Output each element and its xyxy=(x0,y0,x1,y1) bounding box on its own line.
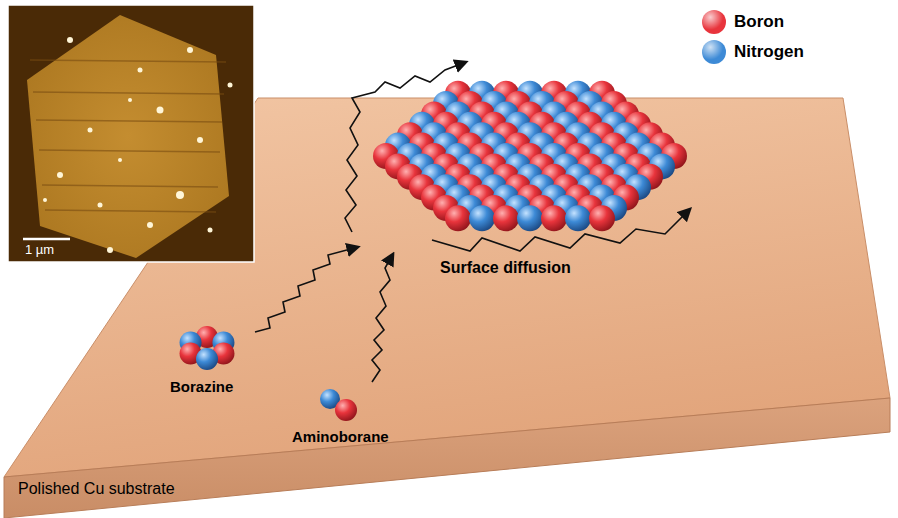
lattice-atom xyxy=(589,205,615,231)
substrate-front xyxy=(4,398,890,518)
legend-label: Boron xyxy=(734,12,784,32)
lattice-atom xyxy=(541,205,567,231)
legend-swatch xyxy=(702,40,726,64)
afm-particle xyxy=(187,47,193,53)
afm-particle xyxy=(107,247,113,253)
afm-inset xyxy=(8,5,254,262)
molecule-label: Borazine xyxy=(170,378,233,395)
lattice-atom xyxy=(517,205,543,231)
afm-particle xyxy=(208,228,213,233)
afm-particle xyxy=(128,98,132,102)
afm-particle xyxy=(147,222,153,228)
process-label: Surface diffusion xyxy=(440,259,571,277)
borazine-molecule xyxy=(180,326,235,370)
lattice-atom xyxy=(565,205,591,231)
afm-streak xyxy=(42,185,218,187)
afm-particle xyxy=(88,128,93,133)
substrate-label: Polished Cu substrate xyxy=(18,480,175,498)
afm-streak xyxy=(45,210,216,212)
lattice-atom xyxy=(469,205,495,231)
afm-streak xyxy=(30,60,226,62)
afm-particle xyxy=(176,191,184,199)
lattice-atom xyxy=(445,205,471,231)
scale-label: 1 µm xyxy=(25,243,54,258)
afm-particle xyxy=(67,37,73,43)
diffusion-arrow xyxy=(255,247,358,332)
afm-texture xyxy=(30,37,233,253)
afm-particle xyxy=(228,83,233,88)
afm-particle xyxy=(138,68,143,73)
afm-particle xyxy=(57,172,63,178)
afm-streak xyxy=(39,150,220,152)
scale-bar xyxy=(23,238,70,241)
lattice-atom xyxy=(493,205,519,231)
afm-particle xyxy=(98,203,103,208)
diffusion-arrow xyxy=(372,254,393,382)
molecule-label: Aminoborane xyxy=(292,428,389,445)
afm-particle xyxy=(43,198,47,202)
afm-particle xyxy=(118,158,122,162)
legend-label: Nitrogen xyxy=(734,42,804,62)
afm-streak xyxy=(33,92,224,94)
hbn-lattice xyxy=(373,81,687,232)
afm-particle xyxy=(157,107,164,114)
aminoborane-atom xyxy=(335,399,357,421)
borazine-atom xyxy=(196,348,218,370)
afm-particle xyxy=(197,137,203,143)
aminoborane-molecule xyxy=(320,389,357,421)
legend-swatch xyxy=(702,10,726,34)
afm-hexagon xyxy=(27,15,229,258)
afm-streak xyxy=(36,120,222,122)
